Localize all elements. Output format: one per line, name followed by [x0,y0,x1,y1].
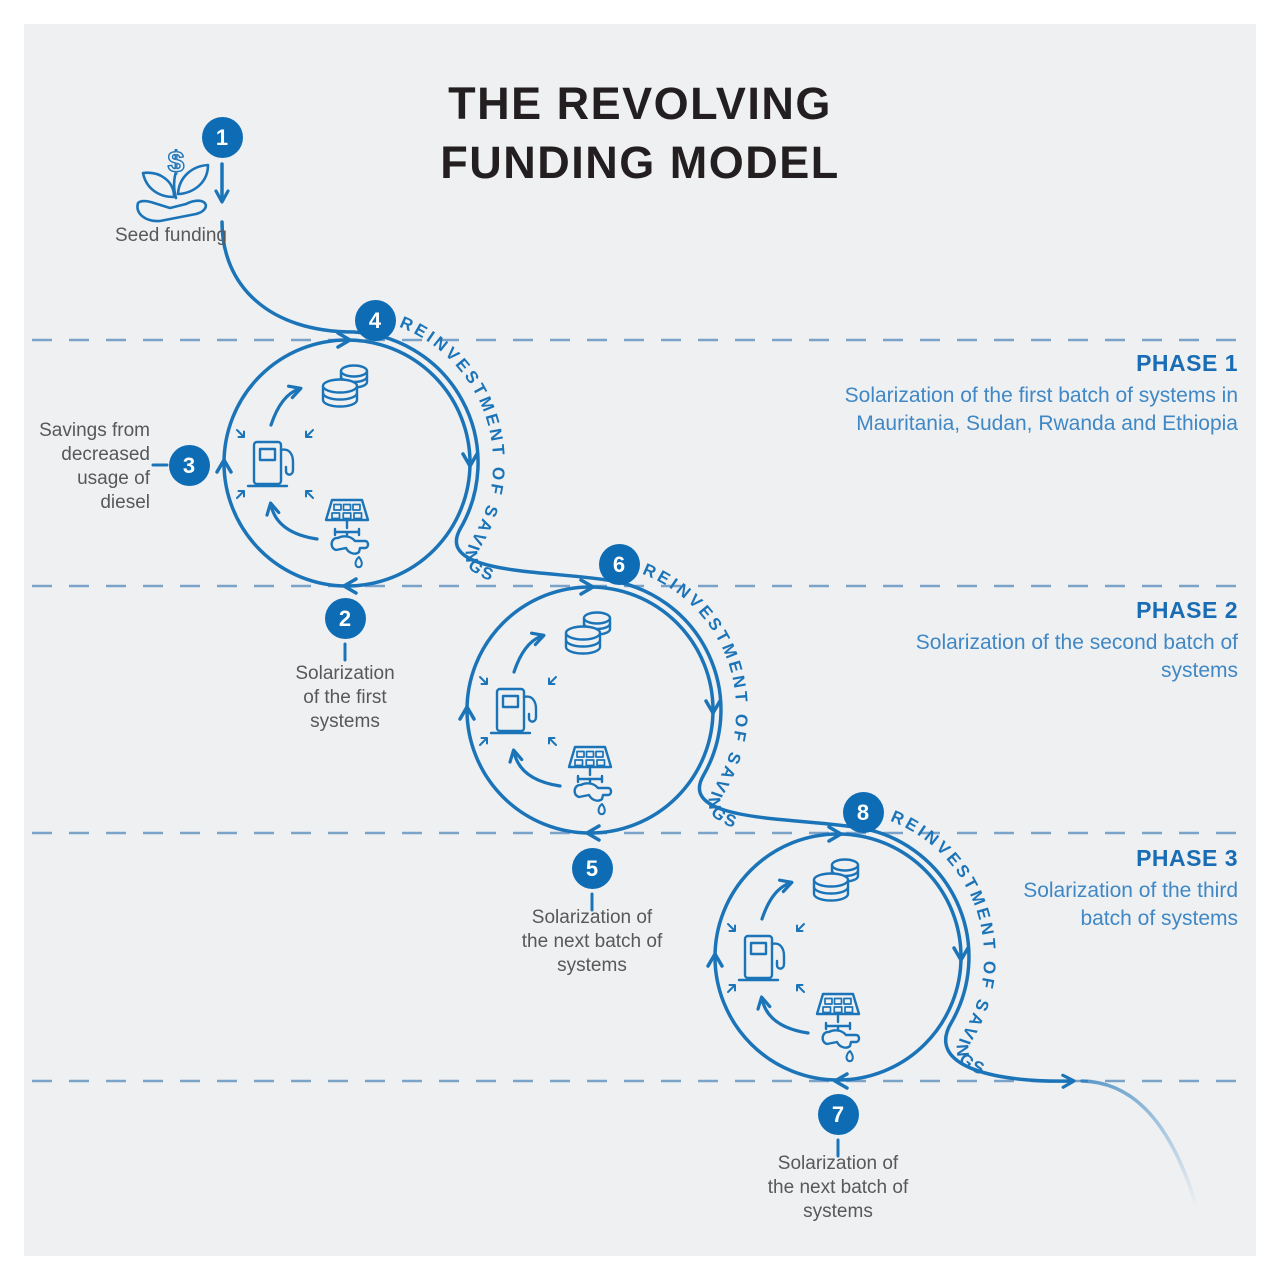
phase-2-description: Solarization of the second batch of syst… [915,631,1238,682]
cycle-1-arrow-solar-to-diesel [265,501,319,541]
solar-water-pump-icon [567,745,613,816]
leaf-right [176,163,210,196]
savings-from-diesel-label: Savings from decreased usage of diesel [39,420,150,513]
phase-3-title: PHASE 3 [1136,845,1238,871]
dollar-sign-glyph: $ [168,146,185,179]
fuel-pump-icon [728,924,804,992]
phase-3-block: PHASE 3 Solarization of the third batch … [1018,845,1238,933]
step-badge-4: 4 [354,299,396,341]
cycle-2-arrow-diesel-to-coins [512,631,546,674]
seed-funding-icon: $ [136,145,210,223]
coins-icon [812,858,860,902]
step-badge-5: 5 [571,847,613,889]
sprout-stem [172,170,178,200]
step-badge-1: 1 [201,116,243,158]
solar-water-pump-icon [324,498,370,569]
phase-1-description: Solarization of the first batch of syste… [844,384,1238,435]
title-line-1: THE REVOLVING [448,78,832,129]
background-panel [24,24,1256,1256]
solarization-next-batch-label-2: Solarization of the next batch of system… [767,1153,909,1222]
flow-fading-tail [1080,1079,1199,1210]
step-badge-6: 6 [598,543,640,585]
cycle-3-arrow-diesel-to-coins [760,878,794,921]
seed-funding-label: Seed funding [115,225,227,246]
fuel-pump-icon [480,677,556,745]
step-badge-2: 2 [324,597,366,639]
cycle-3-direction-arrows [706,825,970,1090]
leaf-left [141,171,176,199]
phase-1-block: PHASE 1 Solarization of the first batch … [778,350,1238,438]
phase-3-description: Solarization of the third batch of syste… [1023,879,1238,930]
cycle-3-arrow-solar-to-diesel [756,995,810,1035]
phase-2-title: PHASE 2 [1136,597,1238,623]
page-title: THE REVOLVING FUNDING MODEL [0,74,1280,193]
flow-label-curve-1: REINVESTMENT OF SAVINGS [397,313,508,586]
solar-water-pump-icon [815,992,861,1063]
title-line-2: FUNDING MODEL [440,137,840,189]
solarization-first-systems-label: Solarization of the first systems [295,663,395,732]
badge-connector-ticks [151,463,840,1158]
step-badge-7: 7 [817,1093,859,1135]
flow-label-text-2: REINVESTMENT OF SAVINGS [640,560,748,833]
step-badge-3: 3 [168,444,210,486]
flow-label-text-3: REINVESTMENT OF SAVINGS [888,807,996,1080]
flow-label-text-1: REINVESTMENT OF SAVINGS [397,313,505,586]
coins-icon [564,611,612,655]
hand [136,199,208,223]
flow-label-curve-3: REINVESTMENT OF SAVINGS [888,807,999,1080]
phase-divider-lines [32,338,1248,1083]
cycle-1-direction-arrows [215,331,479,595]
cycle-2-arrow-solar-to-diesel [508,748,562,788]
solarization-next-batch-label-1: Solarization of the next batch of system… [521,907,663,976]
coins-icon [321,364,369,408]
step-badge-8: 8 [842,791,884,833]
phase-1-title: PHASE 1 [1136,350,1238,376]
phase-2-block: PHASE 2 Solarization of the second batch… [908,597,1238,685]
cycle-1-arrow-diesel-to-coins [269,384,303,427]
fuel-pump-icon [237,430,313,498]
cycle-2-direction-arrows [458,578,722,842]
flow-label-curve-2: REINVESTMENT OF SAVINGS [640,560,751,833]
